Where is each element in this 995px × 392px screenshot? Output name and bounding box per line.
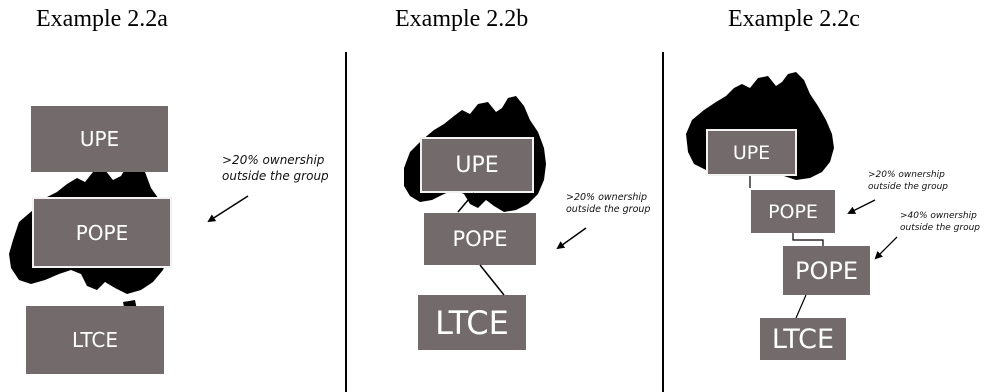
ownership-note-line-2: outside the group [868,181,949,192]
divider-right [662,52,664,392]
pope-box: POPE [751,190,835,233]
ownership-note: >20% ownership outside the group [566,192,650,217]
upe-box: UPE [706,129,797,176]
ownership-note-line-1: >20% ownership [222,153,325,167]
upe-box: UPE [31,106,168,172]
ownership-note: >20% ownership outside the group [222,153,329,184]
connector-pope-pope [792,233,824,246]
pope-box: POPE [32,197,172,268]
ltce-box: LTCE [760,318,846,360]
ownership-note-2-line-2: outside the group [900,222,981,233]
ownership-note-2-line-1: >40% ownership [900,211,977,221]
ownership-note-line-2: outside the group [566,204,651,216]
example-c-title: Example 2.2c [728,6,860,32]
example-a-title: Example 2.2a [36,6,168,32]
ownership-note-2: >40% ownership outside the group [900,211,980,234]
connector-pope-ltce [479,264,505,296]
pope-box: POPE [424,213,536,265]
example-b-title: Example 2.2b [395,6,529,32]
divider-left [345,52,347,392]
upe-box: UPE [420,137,534,193]
pope-box-2: POPE [783,246,870,295]
arrow-icon [556,227,587,250]
ownership-note-line-1: >20% ownership [566,192,648,203]
ownership-note-line-1: >20% ownership [868,170,945,180]
arrow-icon [847,199,876,214]
arrow-icon [874,236,898,260]
ownership-note-line-2: outside the group [222,168,329,183]
ltce-box: LTCE [26,306,164,374]
ltce-box: LTCE [418,295,526,350]
ownership-note: >20% ownership outside the group [868,170,948,193]
connector-pope-ltce [795,294,807,319]
arrow-icon [207,195,249,223]
